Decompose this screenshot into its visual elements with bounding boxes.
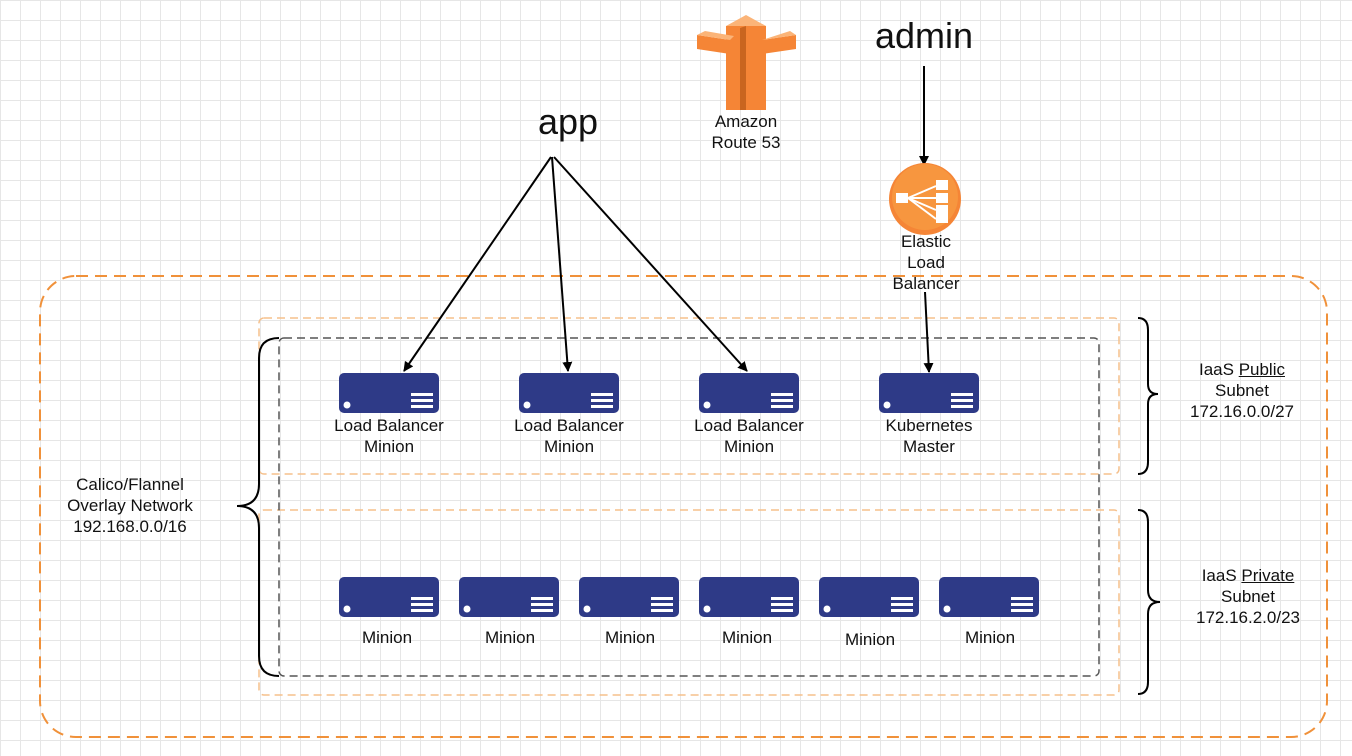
overlay-network-label: Calico/Flannel Overlay Network 192.168.0… [67, 475, 193, 536]
minion-label: Minion [484, 628, 536, 647]
cluster-boundary [278, 337, 1100, 677]
arrow-app-to-lb1 [403, 156, 552, 372]
public-subnet-label: IaaS Public Subnet 172.16.0.0/27 [1190, 360, 1294, 421]
server-icon [699, 373, 799, 413]
server-icon [699, 577, 799, 617]
arrow-app-to-lb3 [553, 156, 748, 372]
server-icon [339, 577, 439, 617]
load-balancer-icon [889, 163, 961, 235]
elb-label: Elastic Load Balancer [892, 232, 960, 293]
minion-label: Minion [721, 628, 773, 647]
public-subnet-brace [1137, 317, 1159, 475]
private-subnet-label: IaaS Private Subnet 172.16.2.0/23 [1196, 566, 1300, 627]
private-subnet-brace [1137, 509, 1161, 695]
server-icon [579, 577, 679, 617]
app-actor-label: app [537, 101, 599, 142]
server-icon [939, 577, 1039, 617]
route53-label: Amazon Route 53 [711, 112, 781, 152]
minion-label: Minion [844, 630, 896, 649]
minion-label: Minion [604, 628, 656, 647]
overlay-brace [236, 337, 280, 677]
overlay-network-boundary [39, 275, 1328, 738]
minion-label: Minion [361, 628, 413, 647]
server-icon [519, 373, 619, 413]
server-icon [339, 373, 439, 413]
admin-actor-label: admin [874, 15, 974, 56]
arrow-app-to-lb2 [551, 156, 573, 372]
minion-label: Minion [964, 628, 1016, 647]
server-icon [879, 373, 979, 413]
server-icon [459, 577, 559, 617]
server-icon [819, 577, 919, 617]
route53-icon [697, 15, 796, 110]
arrow-elb-to-master [923, 291, 934, 373]
